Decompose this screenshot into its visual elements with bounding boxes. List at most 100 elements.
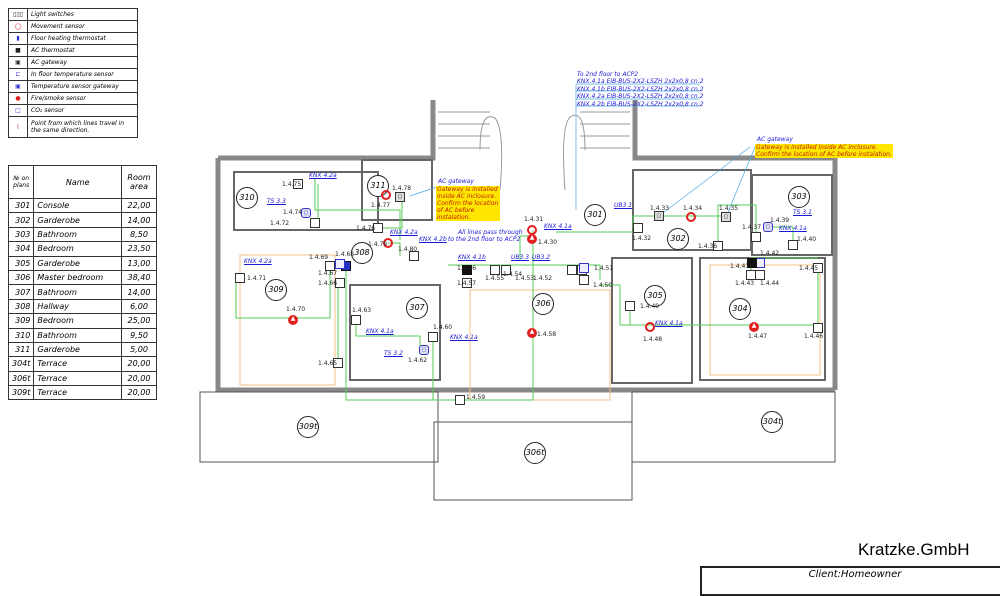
device-act-icon[interactable] [462,265,472,275]
room-marker-306: 306 [532,293,554,315]
room-marker-301: 301 [584,204,606,226]
bus-label: UB3.2 [532,254,551,261]
device-label: 1.4.76 [356,225,376,232]
device-sw-icon[interactable] [335,278,345,288]
device-label: 1.4.70 [286,306,306,313]
device-fire-icon[interactable]: ▲ [527,328,537,338]
device-label: 1.4.30 [538,239,558,246]
device-sw-icon[interactable] [351,315,361,325]
cable-spec-line: KNX.4.1b EIB-BUS-2X2-LSZH 2x2x0,8 cn.2 [577,85,704,93]
room-number: 309t [7,385,35,401]
device-sw-icon[interactable] [813,323,823,333]
legend-row: ◯Movement sensor [8,20,138,33]
legend-row: ▣AC gateway [8,56,138,69]
device-sw-icon[interactable] [755,270,765,280]
device-sw-icon[interactable] [751,232,761,242]
device-label: 1.4.34 [683,205,703,212]
device-label: 1.4.79 [368,241,388,248]
bus-label: KNX 4.2a [390,229,418,236]
room-marker-304t: 304t [761,411,783,433]
bus-label: UB3.3 [511,254,530,261]
device-label: 1.4.39 [770,217,790,224]
bus-label: KNX 4.1a [779,225,807,232]
device-label: 1.4.32 [632,235,652,242]
device-fire-icon[interactable]: ▲ [749,322,759,332]
legend-label: Point from which lines travel in the sam… [27,116,138,138]
device-sw-icon[interactable] [625,301,635,311]
device-sw-icon[interactable] [409,251,419,261]
device-sw-icon[interactable] [455,395,465,405]
device-label: 1.4.50 [593,282,613,289]
device-acg-icon[interactable]: ▢ [721,212,731,222]
col-number: № on plans [7,165,35,199]
room-marker-309: 309 [265,279,287,301]
note-line: Gateway is installed inside AC inclosure… [756,144,878,151]
ac-gateway-left-note: Gateway is installed inside AC inclosure… [436,186,500,221]
device-label: 1.4.66 [318,280,338,287]
device-act-icon[interactable] [747,258,757,268]
device-sw-icon[interactable] [490,265,500,275]
bus-label: KNX 4.2a [244,258,272,265]
bus-label: KNX 4.1a [450,334,478,341]
device-label: 1.4.36 [698,243,718,250]
device-sw-icon[interactable] [428,332,438,342]
device-sw-icon[interactable] [579,275,589,285]
device-label: 1.4.74 [283,209,303,216]
device-label: 1.4.45 [799,265,819,272]
device-label: 1.4.52 [533,275,553,282]
device-sw-icon[interactable] [325,261,335,271]
device-label: 1.4.58 [537,331,557,338]
device-sw-icon[interactable] [501,265,511,275]
device-fire-icon[interactable]: ▲ [527,234,537,244]
device-sw-icon[interactable] [293,179,303,189]
cable-spec-line: KNX.4.2b EIB-BUS-2X2-LSZH 2x2x0,8 cn.2 [577,101,704,109]
device-tsg-icon[interactable]: ▢ [301,208,311,218]
device-label: 1.4.54 [503,271,523,278]
device-tsg-icon[interactable]: ▢ [419,345,429,355]
title-block: Client:Homeowner [700,566,1000,596]
device-label: 1.4.68 [335,251,355,258]
device-tsg-icon[interactable]: ▢ [763,222,773,232]
device-label: 1.4.80 [398,246,418,253]
device-acg-icon[interactable]: ▢ [654,211,664,221]
bus-label: KNX 4.1a [366,328,394,335]
device-sw-icon[interactable] [235,273,245,283]
bus-label: KNX 4.1a [544,223,572,230]
device-sw-icon[interactable] [788,240,798,250]
device-fire-icon[interactable]: ▲ [288,315,298,325]
note-line: Gateway is installed [437,186,498,193]
device-co2-icon[interactable] [579,263,589,273]
room-marker-308: 308 [351,242,373,264]
device-label: 1.4.77 [371,202,391,209]
device-sw-icon[interactable] [713,241,723,251]
device-mv-icon[interactable] [381,190,391,200]
device-sw-icon[interactable] [373,223,383,233]
device-sw-icon[interactable] [633,223,643,233]
device-mv-icon[interactable] [645,322,655,332]
room-marker-305: 305 [644,285,666,307]
room-area: 14,00 [121,284,157,300]
device-sw-icon[interactable] [333,358,343,368]
cable-spec-line: KNX.4.1a EIB-BUS-2X2-LSZH 2x2x0,8 cn.2 [577,78,704,85]
device-sw-icon[interactable] [813,263,823,273]
device-label: 1.4.69 [309,254,329,261]
pass-through-note-1: All lines pass through [458,229,523,236]
room-area: 20,00 [121,385,157,401]
device-label: 1.4.42 [760,250,780,257]
device-sw-icon[interactable] [462,278,472,288]
legend-row: ⌇Point from which lines travel in the sa… [8,116,138,138]
device-sw-icon[interactable] [310,218,320,228]
device-acg-icon[interactable]: ▢ [395,192,405,202]
legend-table: ▯▯▯Light switches◯Movement sensor▮Floor … [8,8,138,138]
device-mv-icon[interactable] [686,212,696,222]
device-label: 1.4.35 [719,205,739,212]
device-label: 1.4.55 [485,275,505,282]
device-sw-icon[interactable] [567,265,577,275]
device-co2-icon[interactable] [335,259,345,269]
device-mv-icon[interactable] [383,238,393,248]
